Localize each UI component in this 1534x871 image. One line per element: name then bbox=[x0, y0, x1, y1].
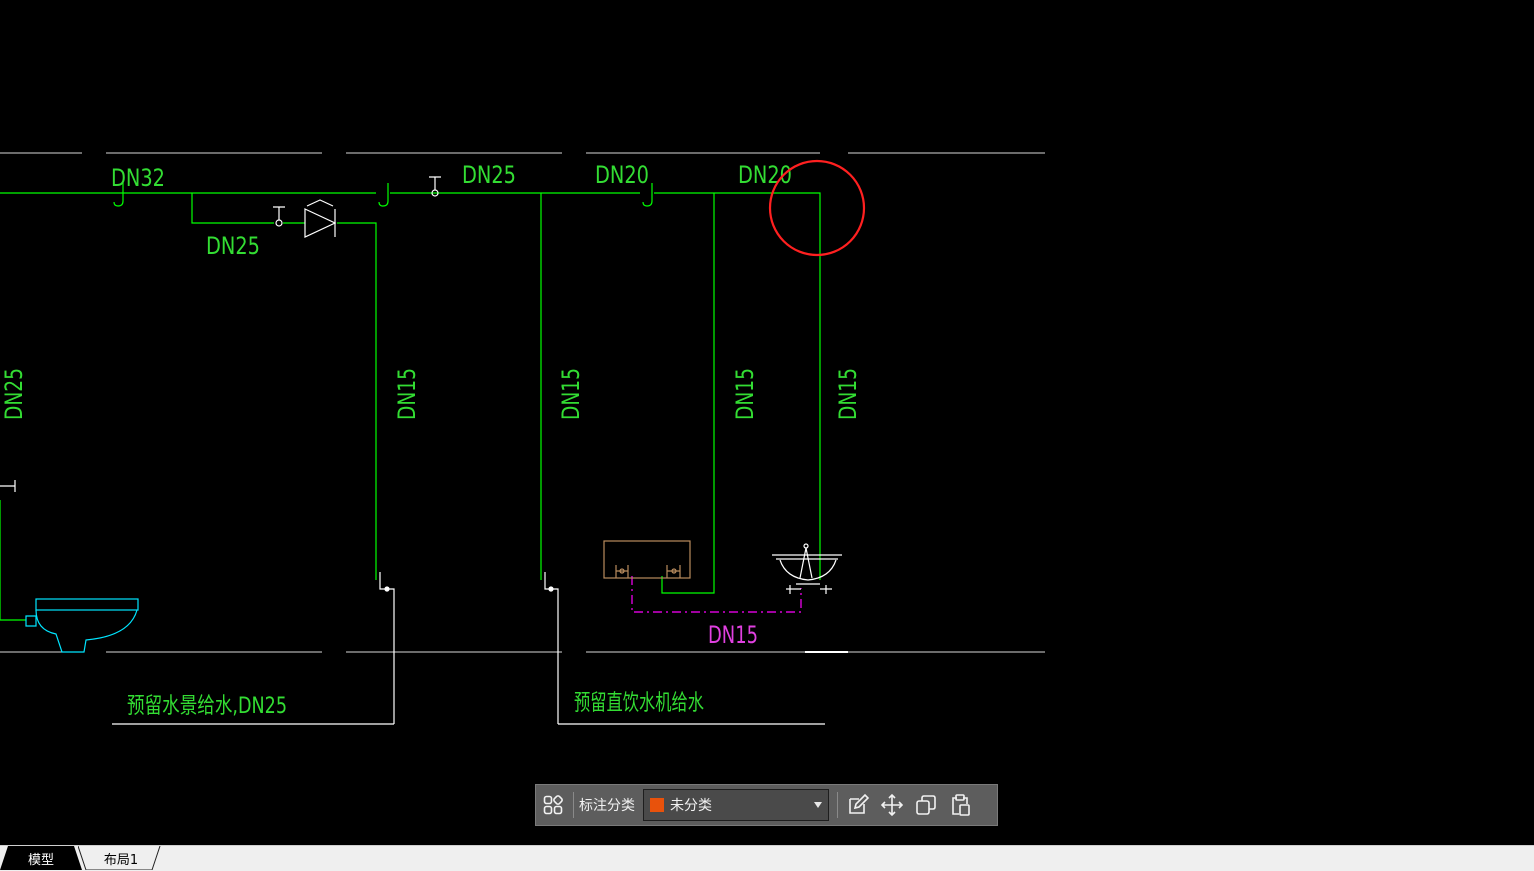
tab-layout1[interactable]: 布局1 bbox=[78, 846, 164, 870]
annotation-toolbar: 标注分类 未分类 bbox=[535, 784, 998, 826]
edit-icon[interactable] bbox=[841, 788, 875, 822]
branch-pipe bbox=[631, 576, 802, 613]
pipe-label: DN32 bbox=[111, 164, 165, 192]
tab-label: 布局1 bbox=[103, 852, 139, 868]
category-select-value: 未分类 bbox=[670, 798, 712, 814]
grid-icon[interactable] bbox=[536, 788, 570, 822]
move-icon[interactable] bbox=[875, 788, 909, 822]
toolbar-divider bbox=[573, 792, 574, 818]
toolbar-divider bbox=[837, 792, 838, 818]
copy-icon[interactable] bbox=[909, 788, 943, 822]
pipe-breaks bbox=[113, 183, 653, 207]
riser-label: DN15 bbox=[393, 368, 421, 420]
highlight-circle-marker bbox=[768, 159, 866, 257]
paste-icon[interactable] bbox=[943, 788, 977, 822]
riser-label: DN15 bbox=[557, 368, 585, 420]
category-color-swatch bbox=[650, 798, 664, 812]
riser-ends bbox=[112, 572, 825, 725]
frame-lines bbox=[0, 152, 1045, 653]
layout-tab-bar: 模型 布局1 bbox=[0, 845, 1534, 871]
toilet-fixture bbox=[25, 598, 139, 653]
pipe-label: DN25 bbox=[462, 161, 516, 189]
riser-label: DN15 bbox=[834, 368, 862, 420]
branch-label: DN15 bbox=[708, 621, 758, 649]
wash-basin bbox=[772, 543, 842, 594]
note-text: 预留直饮水机给水 bbox=[574, 691, 704, 716]
category-select[interactable]: 未分类 bbox=[643, 789, 829, 821]
pipe-label: DN25 bbox=[206, 232, 260, 260]
tab-label: 模型 bbox=[27, 852, 54, 868]
pipe-label: DN20 bbox=[595, 161, 649, 189]
dropdown-arrow-icon bbox=[814, 802, 822, 808]
note-text: 预留水景给水,DN25 bbox=[127, 694, 287, 719]
riser-label: DN25 bbox=[0, 368, 28, 420]
tab-model[interactable]: 模型 bbox=[0, 846, 82, 870]
riser-label: DN15 bbox=[731, 368, 759, 420]
category-label: 标注分类 bbox=[579, 798, 635, 814]
valve-symbols bbox=[0, 176, 441, 492]
water-machine bbox=[603, 540, 691, 579]
drawing-canvas[interactable]: DN32 DN25 DN20 DN20 DN25 DN25 DN15 DN15 … bbox=[0, 0, 1534, 845]
